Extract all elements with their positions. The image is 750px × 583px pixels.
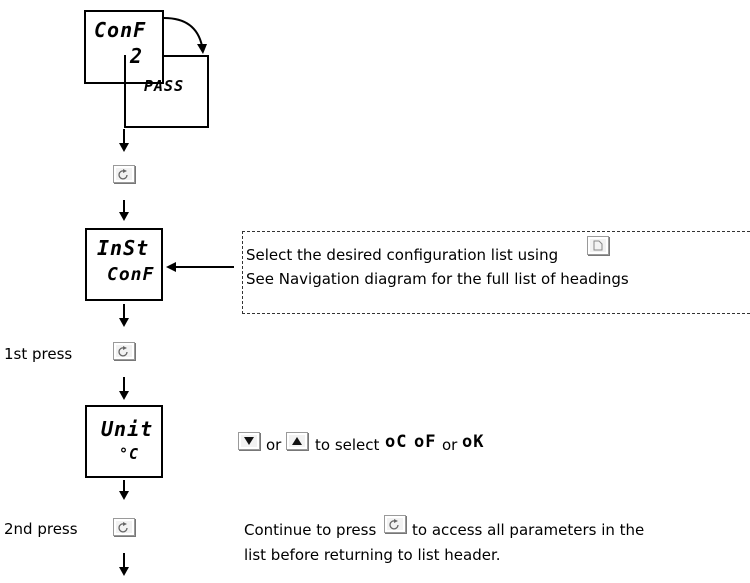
down-arrow-key-button[interactable] <box>238 432 260 450</box>
up-arrow-key-button[interactable] <box>286 432 308 450</box>
arrow-line <box>123 200 125 214</box>
arrow-head <box>119 212 129 221</box>
down-arrow-key-icon <box>244 437 254 445</box>
unit-display-line1: Unit <box>101 417 154 441</box>
pass-label: PASS <box>144 77 185 95</box>
page-key-icon <box>593 240 603 251</box>
arrow-line <box>123 553 125 569</box>
scroll-key-icon <box>389 518 399 529</box>
unit-display: Unit °C <box>85 405 163 478</box>
inst-display: InSt ConF <box>85 228 163 301</box>
continue-line1b: to access all parameters in the <box>412 521 645 539</box>
page-key-button[interactable] <box>587 236 609 255</box>
note-line1: Select the desired configuration list us… <box>246 246 558 264</box>
note-box <box>242 231 750 314</box>
conf-display-line2: 2 <box>130 44 144 68</box>
arrow-head <box>119 143 129 152</box>
scroll-key-button[interactable] <box>113 518 135 536</box>
unit-option-k: oK <box>462 432 485 452</box>
continue-line2: list before returning to list header. <box>244 546 501 564</box>
arrow-line <box>123 304 125 320</box>
inst-display-line2: ConF <box>107 264 155 285</box>
up-arrow-key-icon <box>292 437 302 445</box>
scroll-key-button[interactable] <box>113 342 135 360</box>
conf-display-line1: ConF <box>94 18 147 42</box>
inst-display-line1: InSt <box>97 236 150 260</box>
scroll-key-icon <box>118 521 128 532</box>
scroll-key-button[interactable] <box>384 515 406 533</box>
note-line1-text: Select the desired configuration list us… <box>246 246 559 264</box>
unit-to-select: to select <box>315 436 380 454</box>
unit-or-1: or <box>266 436 282 454</box>
pass-box-top <box>164 55 209 57</box>
note-arrow-head <box>166 262 176 272</box>
note-line2: See Navigation diagram for the full list… <box>246 270 629 288</box>
arrow-line <box>123 129 125 145</box>
unit-or-2: or <box>442 436 458 454</box>
arrow-head <box>119 567 129 576</box>
unit-display-line2: °C <box>119 445 140 463</box>
note-arrow-line <box>176 266 234 268</box>
arrow-head <box>119 318 129 327</box>
arrow-line <box>123 377 125 393</box>
second-press-label: 2nd press <box>4 520 78 538</box>
first-press-label: 1st press <box>4 345 73 363</box>
continue-line1a: Continue to press <box>244 521 377 539</box>
curved-arrow-icon <box>163 17 207 54</box>
pass-box: PASS <box>124 55 209 128</box>
arrow-line <box>123 480 125 493</box>
scroll-key-button[interactable] <box>113 165 135 183</box>
unit-option-c: oC <box>385 432 408 452</box>
unit-option-f: oF <box>414 432 437 452</box>
scroll-key-icon <box>118 168 128 179</box>
arrow-head <box>119 391 129 400</box>
arrow-head <box>119 491 129 500</box>
scroll-key-icon <box>118 345 128 356</box>
